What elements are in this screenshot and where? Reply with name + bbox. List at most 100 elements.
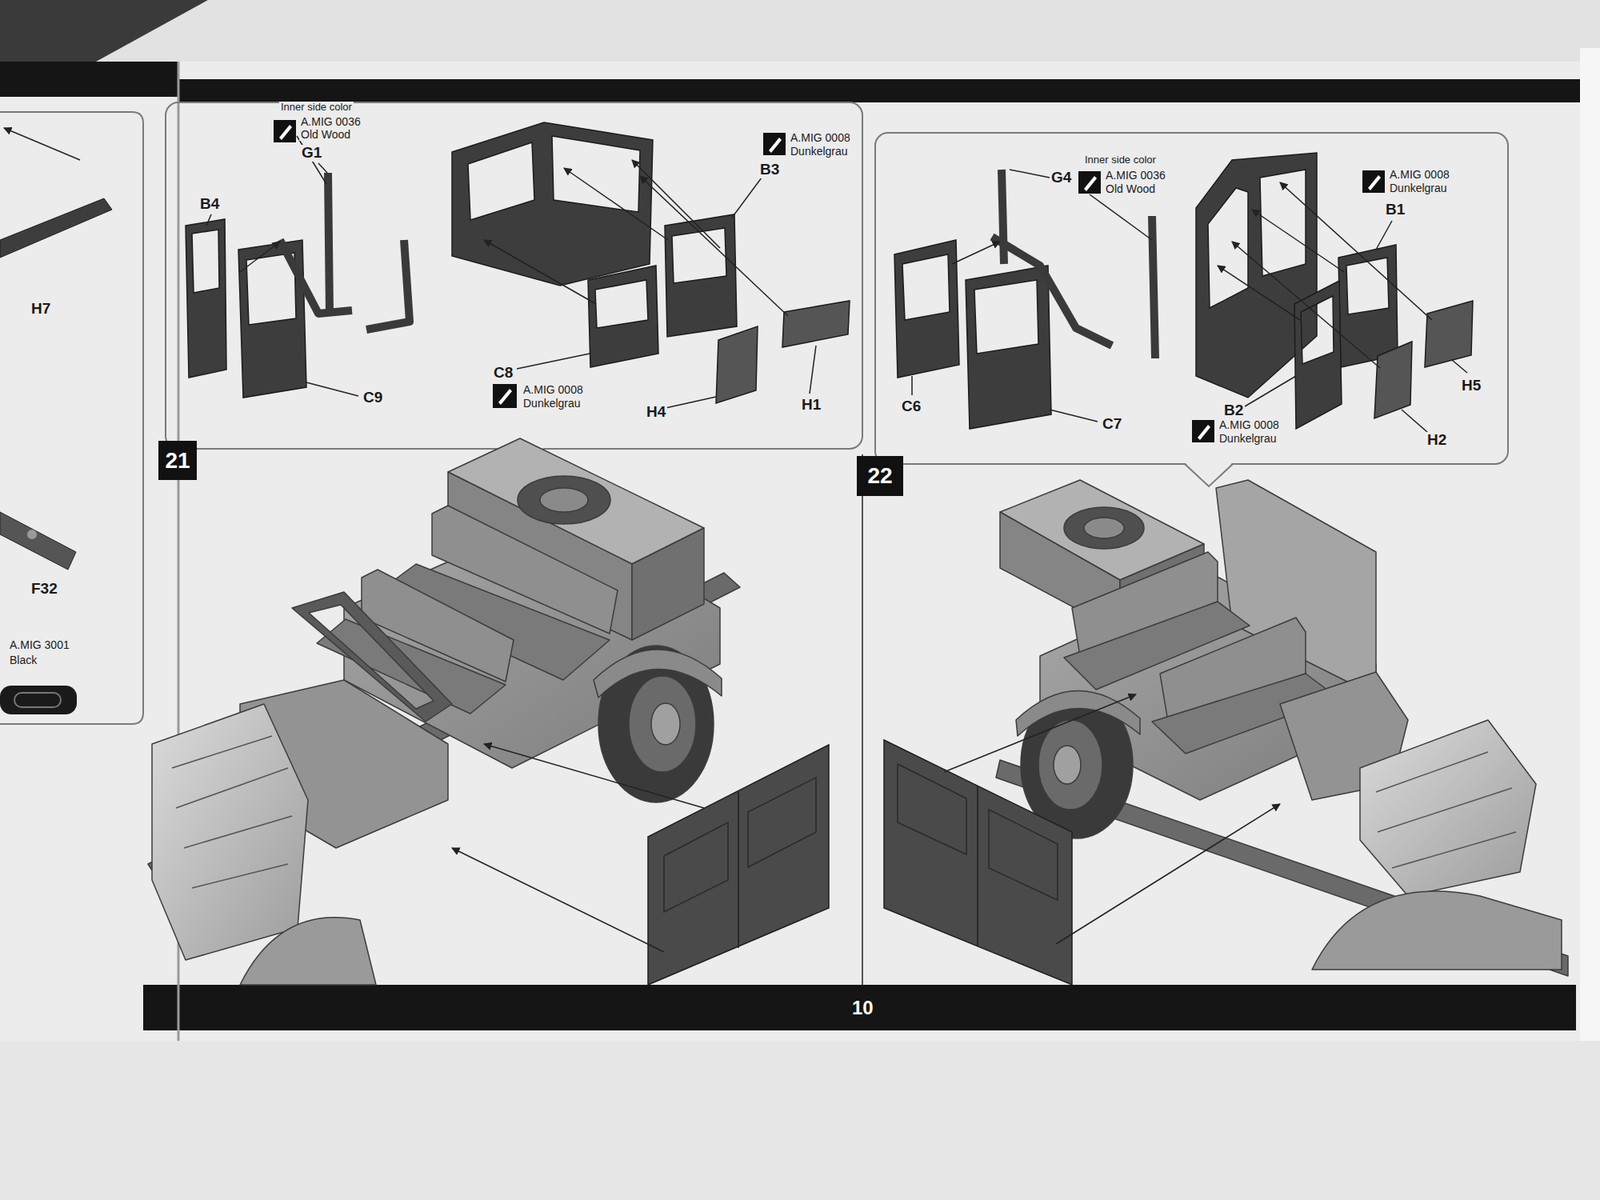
paint-code: A.MIG 0008 [1388,168,1452,181]
paint-code: A.MIG 3001 [8,639,72,652]
exploded-parts-22 [1294,280,1342,429]
exploded-parts-22 [894,240,960,378]
paint-icon [273,120,296,143]
exploded-parts-22 [1374,341,1412,419]
note-text: Inner side color [1083,154,1158,166]
vehicle-22 [1084,517,1124,539]
assembly-arrow [944,694,1136,772]
paint-name: Old Wood [299,128,352,141]
vehicle-22 [1064,507,1144,549]
frame-part [280,172,410,330]
frame-part [992,169,1156,359]
step-panels [0,112,144,724]
paint-name: Black [8,654,39,667]
assembly-arrow [632,160,720,248]
background [0,1040,1600,1200]
paint-icon [1362,170,1385,193]
part-number: G1 [300,144,324,162]
door-panel [737,792,740,948]
frame-part [1001,169,1004,264]
paint-code: A.MIG 0008 [1217,419,1281,432]
leader-line [1376,220,1392,250]
paint-icon [1078,171,1101,194]
door-panel [884,740,1072,985]
exploded-parts-21 [185,122,850,404]
part-number: F32 [29,580,60,598]
left-panel-parts [27,529,37,540]
part-number: H2 [1425,432,1448,449]
exploded-parts-22 [1424,300,1473,368]
page-number: 10 [850,997,876,1019]
vehicle-21 [632,528,704,640]
step-panels [875,132,1508,464]
leader-line [206,136,1468,432]
part-number: B4 [198,196,221,213]
paint-name: Dunkelgrau [1217,432,1279,445]
paint-icon [273,120,1385,443]
part-number: H5 [1460,377,1483,395]
frame-part [280,240,352,314]
part-number: C9 [361,389,384,407]
assembly-arrow [640,176,788,316]
exploded-parts-21 [782,300,850,348]
assembly-arrow [240,241,280,272]
leader-line [516,353,590,369]
vehicle-22 [1053,745,1081,784]
part-number: C7 [1100,416,1124,433]
assembly-arrow [484,744,704,808]
part-number: B1 [1384,201,1407,219]
part-number: G4 [1049,169,1073,187]
assembly-arrow [1232,241,1380,368]
vehicle-22 [996,480,1568,976]
exploded-parts-22 [894,152,1473,429]
paint-icon [498,388,512,405]
vehicle-22 [1312,891,1562,970]
door-panel [897,764,1058,900]
paint-icon [763,132,786,156]
background [1580,48,1600,1056]
leader-line [296,136,327,184]
assembly-arrow [952,241,1000,264]
door-panel [648,744,829,985]
paint-name: Dunkelgrau [521,397,583,410]
leader-line [665,396,716,408]
left-panel-parts [4,128,80,160]
step-panels [861,454,864,985]
step-number-box: 21 [158,440,197,480]
leader-line [318,163,328,173]
exploded-parts-22 [1338,244,1398,368]
leader-line [206,214,212,226]
left-panel-parts [0,685,77,715]
paint-name: Old Wood [1104,183,1157,196]
page-bands [0,61,179,97]
part-number: B2 [1222,402,1245,420]
paint-code: A.MIG 0036 [299,116,363,128]
exploded-parts-21 [185,219,227,378]
leader-line [306,382,359,396]
door-panel [664,777,816,912]
left-panel-parts [0,128,112,715]
vehicle-22 [1038,720,1103,810]
panel-pointer [1184,464,1233,487]
assembly-arrow [484,240,596,304]
door-panel [976,785,979,947]
page-bands [143,984,1576,1031]
step-number-box: 22 [856,456,904,496]
leader-line [1049,409,1098,422]
exploded-parts-22 [965,265,1052,429]
left-panel-parts [14,692,61,708]
paint-icon [768,137,782,153]
step-number: 22 [867,464,892,488]
paint-icon [1084,176,1097,192]
vehicle-22 [1016,690,1140,736]
leader-line [1089,194,1152,240]
page-bands [178,79,1580,103]
vehicle-21 [593,649,722,698]
leader-line [732,174,764,218]
paint-name: Dunkelgrau [788,145,850,158]
assembly-arrow [452,848,664,952]
